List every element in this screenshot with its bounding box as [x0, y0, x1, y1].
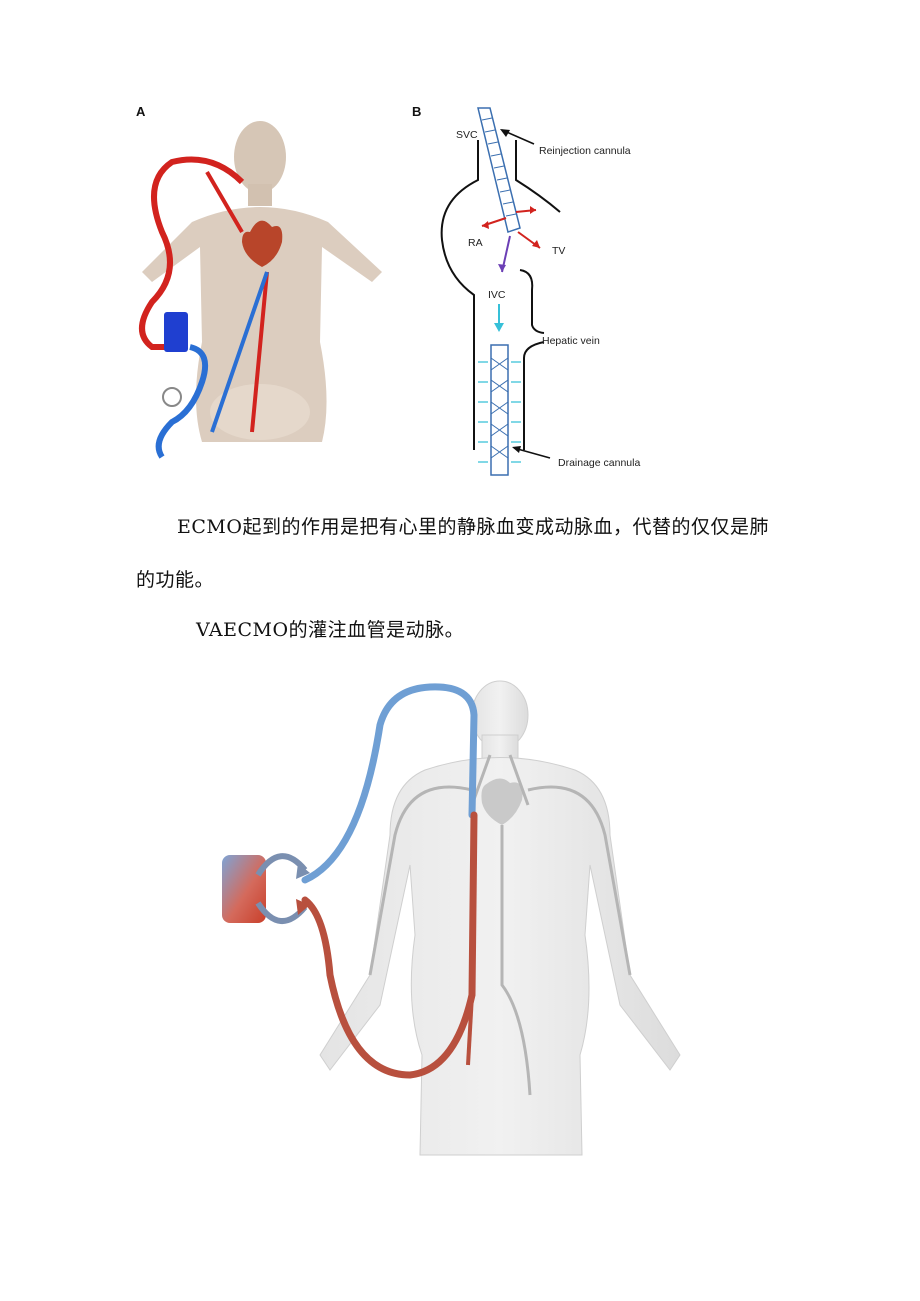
- pump-device: [162, 387, 182, 407]
- ecmo-pump: [222, 853, 310, 925]
- human-body-silhouette: [319, 680, 681, 1156]
- arterial-return-cannula: [301, 811, 478, 1079]
- inflow-arrows: [478, 361, 521, 463]
- venous-line: [155, 344, 208, 459]
- vessel-wall-left: [440, 140, 479, 450]
- paragraph-1-line-2: 的功能。: [136, 569, 215, 591]
- heart-shape: [242, 220, 283, 267]
- vessel-lines: [368, 754, 632, 1096]
- vessel-wall-right-lower: [523, 341, 545, 450]
- venous-drainage-cannula: [301, 683, 478, 884]
- drainage-cannula: [490, 344, 509, 476]
- label-svc: SVC: [456, 129, 478, 141]
- heart-shape: [481, 778, 523, 825]
- paragraph-1-line-1: ECMO起到的作用是把有心里的静脉血变成动脉血，代替的仅仅是肺: [177, 516, 769, 538]
- label-reinjection-cannula: Reinjection cannula: [539, 145, 631, 157]
- label-tv: TV: [552, 245, 565, 257]
- paragraph-2: VAECMO的灌注血管是动脉。: [196, 619, 465, 641]
- label-ivc: IVC: [488, 289, 506, 301]
- cannula-diagram-b: SVC Reinjection cannula RA TV IVC Hepati…: [440, 107, 640, 476]
- label-drainage-cannula: Drainage cannula: [558, 457, 640, 469]
- vessel-wall-right-mid: [519, 269, 545, 334]
- reinjection-cannula: [477, 107, 521, 233]
- vaecmo-illustration: [222, 680, 681, 1156]
- vessel-wall-right-upper: [515, 140, 561, 213]
- panel-b-label: B: [412, 104, 422, 119]
- panel-a-label: A: [136, 104, 146, 119]
- arterial-line: [139, 156, 245, 350]
- drainage-pointer: [513, 447, 551, 459]
- oxygenator-device: [164, 312, 188, 352]
- label-ra: RA: [468, 237, 483, 249]
- ecmo-illustration-a: [139, 121, 382, 459]
- label-hepatic-vein: Hepatic vein: [542, 335, 600, 347]
